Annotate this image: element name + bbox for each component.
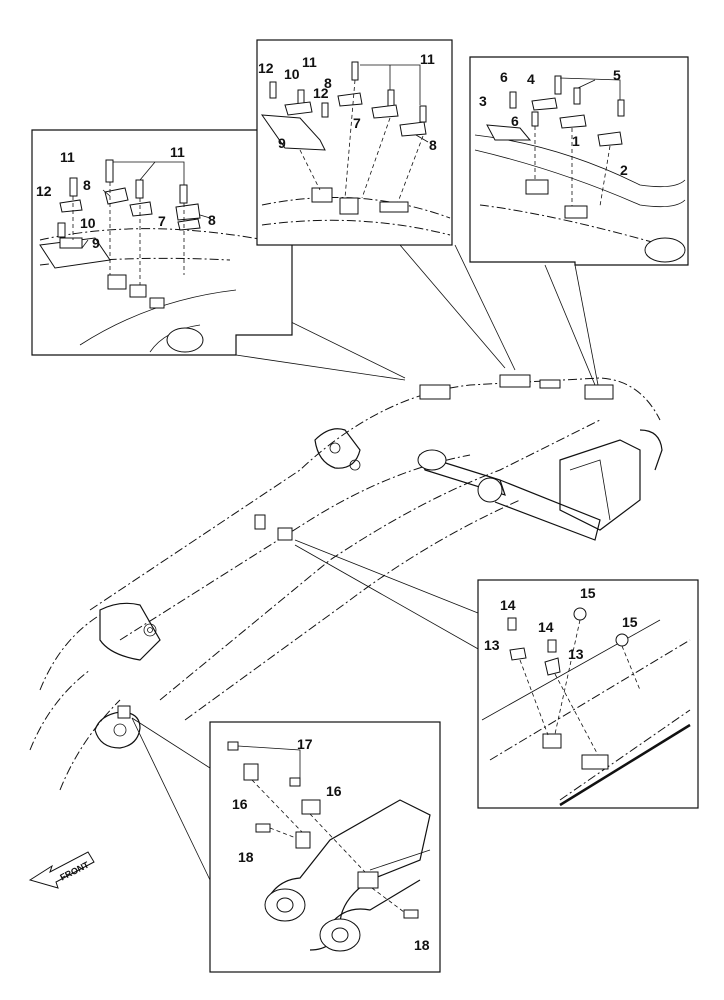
callout-15: 15 bbox=[622, 614, 638, 630]
callout-11: 11 bbox=[302, 54, 317, 70]
callout-17: 17 bbox=[297, 736, 313, 752]
callout-1: 1 bbox=[572, 133, 580, 149]
callout-10: 10 bbox=[80, 215, 96, 231]
callout-14: 14 bbox=[538, 619, 554, 635]
callout-16: 16 bbox=[232, 796, 248, 812]
callout-10: 10 bbox=[284, 66, 300, 82]
boom-assembly bbox=[29, 374, 663, 791]
callout-labels: 11 11 8 12 10 7 8 9 12 11 11 10 8 12 7 9… bbox=[36, 51, 638, 953]
callout-12: 12 bbox=[313, 85, 329, 101]
callout-18: 18 bbox=[238, 849, 254, 865]
detail-box-b bbox=[256, 39, 453, 246]
callout-9: 9 bbox=[278, 135, 286, 151]
callout-2: 2 bbox=[620, 162, 628, 178]
callout-3: 3 bbox=[479, 93, 487, 109]
callout-6: 6 bbox=[511, 113, 519, 129]
callout-8: 8 bbox=[208, 212, 216, 228]
callout-5: 5 bbox=[613, 67, 621, 83]
callout-13: 13 bbox=[484, 637, 500, 653]
callout-11: 11 bbox=[60, 149, 75, 165]
callout-8: 8 bbox=[83, 177, 91, 193]
front-arrow: FRONT bbox=[28, 851, 95, 889]
callout-12: 12 bbox=[258, 60, 274, 76]
callout-7: 7 bbox=[158, 213, 166, 229]
detail-box-e bbox=[209, 721, 441, 973]
callout-8: 8 bbox=[429, 137, 437, 153]
callout-8: 8 bbox=[324, 75, 332, 91]
detail-box-a bbox=[31, 129, 293, 356]
callout-9: 9 bbox=[92, 235, 100, 251]
callout-16: 16 bbox=[326, 783, 342, 799]
detail-box-d bbox=[477, 579, 699, 809]
callout-15: 15 bbox=[580, 585, 596, 601]
leader-lines bbox=[131, 244, 599, 881]
callout-13: 13 bbox=[568, 646, 584, 662]
callout-6: 6 bbox=[500, 69, 508, 85]
callout-14: 14 bbox=[500, 597, 516, 613]
callout-11: 11 bbox=[420, 51, 435, 67]
callout-4: 4 bbox=[527, 71, 535, 87]
callout-18: 18 bbox=[414, 937, 430, 953]
callout-7: 7 bbox=[353, 115, 361, 131]
detail-box-c bbox=[469, 56, 689, 266]
callout-12: 12 bbox=[36, 183, 52, 199]
callout-11: 11 bbox=[170, 144, 185, 160]
